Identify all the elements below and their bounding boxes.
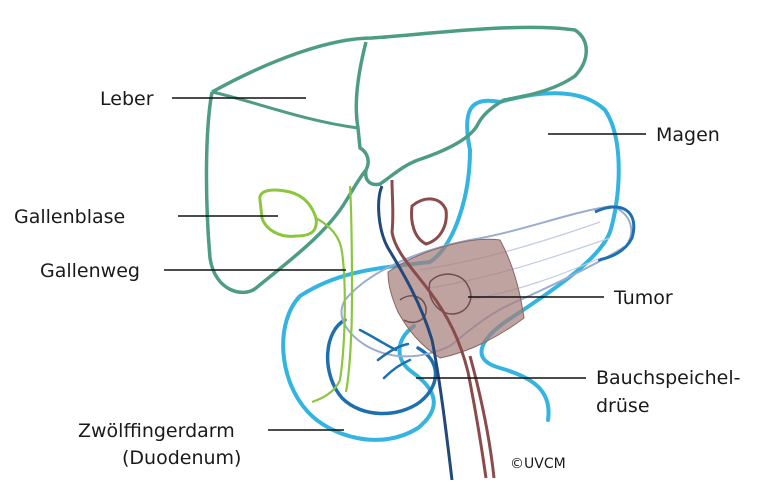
duodenum-inner-loop	[326, 318, 438, 416]
label-tumor: Tumor	[614, 287, 673, 309]
label-leber: Leber	[100, 88, 154, 110]
pancreas-tail	[594, 205, 636, 262]
celiac-branch	[410, 197, 448, 246]
portal-vein	[377, 185, 454, 481]
label-duodenum: (Duodenum)	[122, 447, 242, 469]
label-bauchspeicheldruese-1: Bauchspeichel-	[596, 367, 741, 389]
copyright-notice: ©UVCM	[510, 456, 566, 472]
tumor-nodules	[399, 273, 472, 324]
artery	[390, 179, 496, 479]
label-gallenblase: Gallenblase	[14, 206, 126, 228]
gallbladder-outline	[258, 188, 318, 238]
tumor-region	[387, 238, 525, 359]
label-gallenweg: Gallenweg	[40, 260, 140, 282]
liver-outline	[204, 25, 588, 294]
label-bauchspeicheldruese-2: drüse	[596, 395, 650, 417]
label-magen: Magen	[656, 124, 720, 146]
bile-duct	[311, 185, 354, 404]
pancreatic-duct	[358, 328, 412, 380]
label-zwoelffingerdarm: Zwölffingerdarm	[78, 420, 235, 442]
liver-lobe-line	[211, 90, 359, 130]
